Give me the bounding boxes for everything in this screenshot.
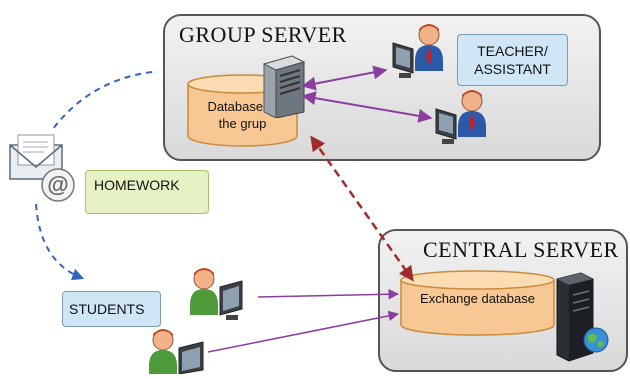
group-database-label: Database ot the grup: [207, 99, 278, 131]
exchange-database: Exchange database: [400, 270, 555, 336]
students-label: STUDENTS: [62, 291, 161, 327]
arrow-group-teacher-1: [301, 65, 388, 91]
arrow-group-teacher-2: [301, 91, 433, 123]
person-computer-icon: [391, 21, 451, 83]
database-cylinder-icon: [400, 270, 555, 336]
person-computer-icon: [145, 326, 209, 375]
arrow-email-students: [35, 203, 85, 281]
person-computer-icon: [186, 265, 248, 325]
group-server-title: GROUP SERVER: [179, 22, 347, 47]
arrow-student-exchange-1: [257, 288, 400, 300]
at-sign-icon: @: [40, 167, 76, 203]
arrow-group-email: [51, 71, 153, 131]
globe-icon: [582, 326, 610, 354]
homework-label: HOMEWORK: [85, 170, 209, 214]
person-computer-icon: [434, 87, 494, 149]
svg-text:@: @: [47, 172, 68, 197]
exchange-database-label: Exchange database: [420, 291, 535, 306]
teacher-assistant-label: TEACHER/ ASSISTANT: [457, 34, 568, 86]
arrow-student-exchange-2: [207, 310, 400, 353]
central-server-title: CENTRAL SERVER: [423, 237, 619, 262]
arrow-group-central: [310, 135, 414, 282]
